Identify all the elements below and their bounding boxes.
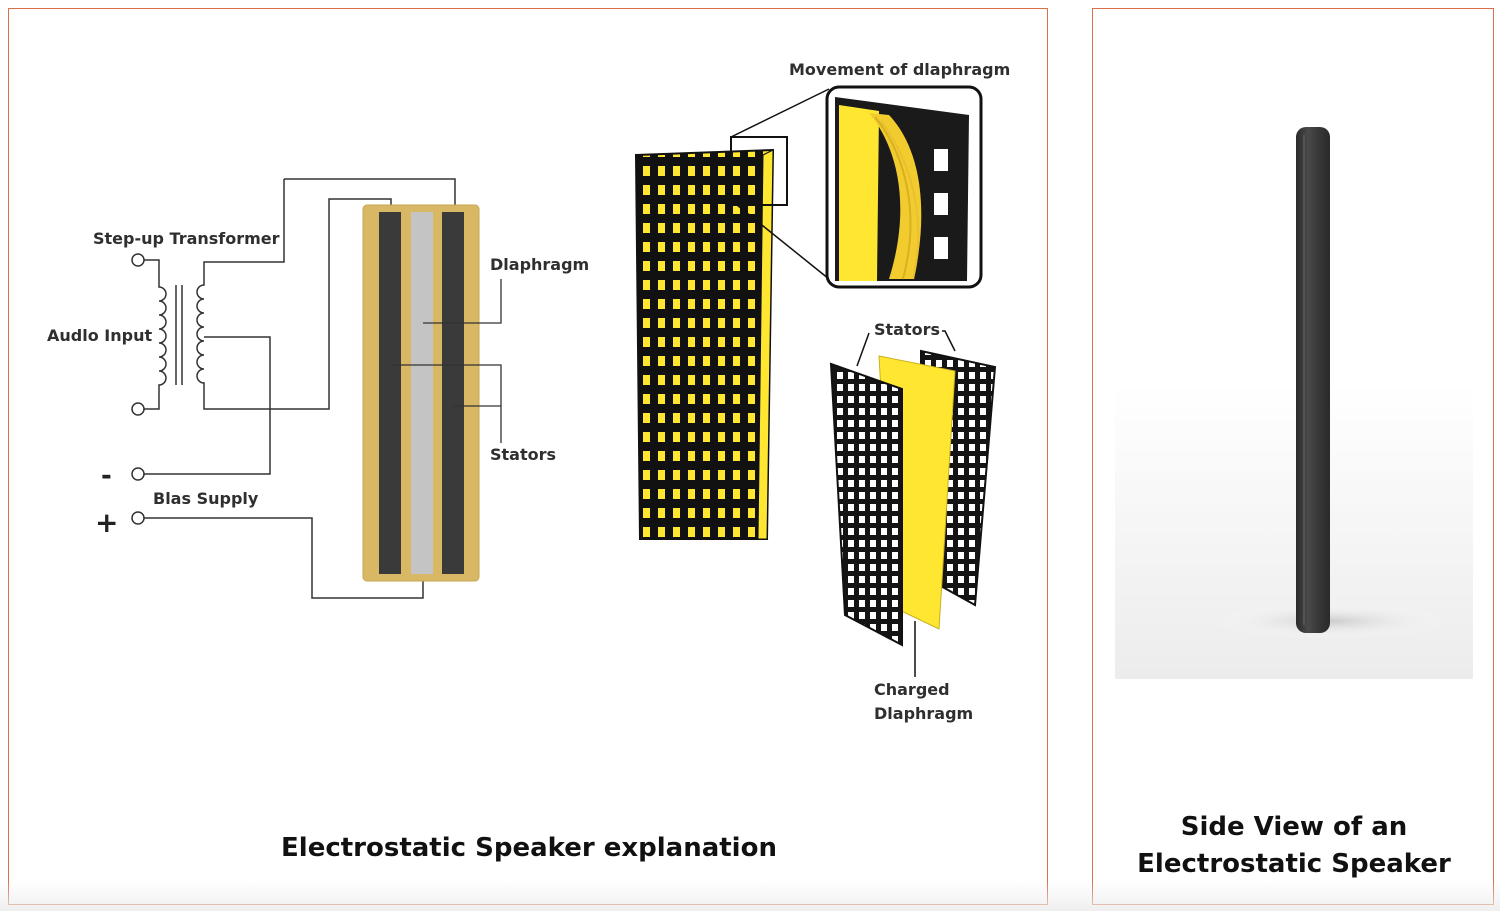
zoom-connector <box>730 88 830 138</box>
circuit-schematic <box>131 178 456 599</box>
yellow-diaphragm-edge <box>757 149 774 540</box>
stators-label: Stators <box>490 445 556 464</box>
floor-shadow <box>1211 603 1451 639</box>
zoom-highlight-box <box>730 136 788 206</box>
exploded-stators-label: Stators <box>874 320 940 339</box>
bias-supply-label: Blas Supply <box>153 489 259 508</box>
diaphragm-label: Dlaphragm <box>490 255 589 274</box>
audio-input-terminal-bottom <box>131 402 145 416</box>
speaker-cross-section <box>362 204 480 582</box>
side-view-canvas <box>1115 23 1473 679</box>
zoom-connector <box>736 204 830 280</box>
minus-sign: - <box>101 461 112 491</box>
diagram-caption: Electrostatic Speaker explanation <box>281 833 777 863</box>
bias-plus-terminal <box>131 511 145 525</box>
stator-right <box>442 212 464 574</box>
leader-lines <box>392 279 502 443</box>
stator-leader <box>392 364 502 443</box>
diaphragm-leader <box>423 279 502 324</box>
step-up-transformer-label: Step-up Transformer <box>93 229 280 248</box>
side-view-caption-line1: Side View of an <box>1180 812 1408 842</box>
audio-input-label: Audlo Input <box>47 326 152 345</box>
bias-minus-terminal <box>131 467 145 481</box>
zoom-callout <box>825 85 983 289</box>
wire-bias-negative <box>144 336 271 475</box>
stator-grid <box>634 148 775 540</box>
exploded-view <box>829 330 997 677</box>
transformer-primary-coil <box>144 259 167 410</box>
diagram-panel: Step-up Transformer Audlo Input - Blas S… <box>8 8 1048 905</box>
movement-of-diaphragm-label: Movement of dlaphragm <box>789 60 1010 79</box>
side-view-caption-line2: Electrostatic Speaker <box>1137 849 1451 879</box>
speaker-side-view <box>1296 127 1330 633</box>
photo-background <box>1115 23 1473 679</box>
stator-left <box>379 212 401 574</box>
stators-leader <box>942 330 956 352</box>
stators-leader <box>856 332 870 367</box>
wire-bias-positive <box>144 517 424 599</box>
diagram-canvas: Step-up Transformer Audlo Input - Blas S… <box>47 60 1010 723</box>
front-stator <box>829 362 903 647</box>
side-view-caption: Side View of an Electrostatic Speaker <box>1093 809 1495 883</box>
charged-diaphragm-label-line2: Dlaphragm <box>874 704 973 723</box>
grid-panel-illustration <box>634 85 983 540</box>
plus-sign: + <box>95 506 118 539</box>
diaphragm-sheet <box>411 212 433 574</box>
wire-to-stator <box>284 178 456 212</box>
charged-diaphragm-label-line1: Charged <box>874 680 950 699</box>
transformer-secondary-coil <box>196 179 392 410</box>
audio-input-terminal-top <box>131 253 145 267</box>
side-view-panel: Side View of an Electrostatic Speaker <box>1092 8 1494 905</box>
